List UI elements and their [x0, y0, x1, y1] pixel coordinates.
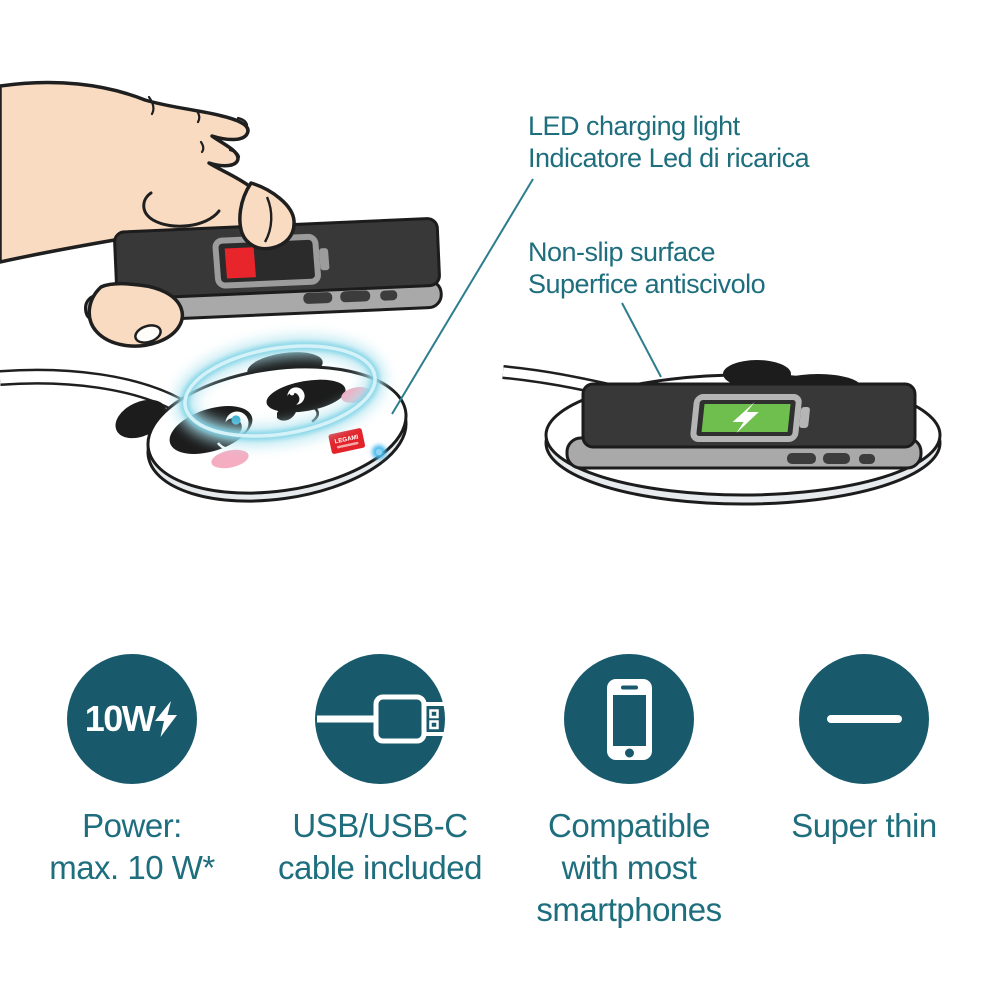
power-badge-text: 10W	[84, 698, 156, 739]
cable-badge-circle	[315, 654, 449, 784]
left-scene: LEGAMI	[0, 80, 443, 503]
caption-line: Super thin	[791, 807, 937, 844]
feature-caption: Compatible with most smartphones	[509, 805, 749, 931]
thumb-nail	[134, 324, 162, 344]
feature-cable: USB/USB-C cable included	[260, 654, 500, 889]
feature-power: 10W Power: max. 10 W*	[12, 654, 252, 889]
led-annotation-label: LED charging light Indicatore Led di ric…	[528, 110, 810, 174]
hand-front-fingers	[87, 181, 296, 348]
annotation-text: Indicatore Led di ricarica	[528, 143, 810, 173]
legami-logo: LEGAMI	[328, 428, 366, 454]
caption-line: Compatible	[548, 807, 710, 844]
led-annotation-line	[391, 178, 534, 415]
legami-logo-text: LEGAMI	[334, 434, 359, 446]
caption-line: cable included	[278, 849, 483, 886]
power-10w-bolt-icon	[155, 701, 178, 737]
illustration-canvas: LEGAMI	[0, 80, 942, 506]
compatible-badge-circle	[564, 654, 694, 784]
nonslip-annotation-label: Non-slip surface Superfice antiscivolo	[528, 236, 766, 300]
caption-line: max. 10 W*	[49, 849, 215, 886]
caption-line: smartphones	[536, 891, 722, 928]
caption-line: USB/USB-C	[292, 807, 468, 844]
caption-line: with most	[561, 849, 697, 886]
bolt-icon	[732, 402, 759, 433]
battery-charging-icon	[690, 394, 810, 442]
led-glow-ring	[173, 334, 387, 448]
power-badge-circle: 10W	[67, 654, 197, 784]
annotation-text: LED charging light	[528, 111, 740, 141]
annotation-text: Non-slip surface	[528, 237, 716, 267]
thin-line-icon	[827, 715, 902, 723]
feature-compatible: Compatible with most smartphones	[509, 654, 749, 931]
smartphone-icon	[607, 679, 652, 760]
feature-caption: USB/USB-C cable included	[260, 805, 500, 889]
feature-caption: Power: max. 10 W*	[12, 805, 252, 889]
feature-thin: Super thin	[744, 654, 984, 847]
nonslip-annotation-line	[621, 302, 662, 378]
right-scene	[502, 360, 942, 506]
charger-cable	[0, 368, 182, 413]
phone-charging	[565, 382, 923, 470]
feature-caption: Super thin	[744, 805, 984, 847]
annotation-text: Superfice antiscivolo	[528, 269, 766, 299]
led-dot	[372, 445, 386, 459]
thin-badge-circle	[799, 654, 929, 784]
caption-line: Power:	[82, 807, 182, 844]
usb-cable-icon	[317, 694, 449, 744]
panda-ear-right-1	[723, 360, 791, 388]
